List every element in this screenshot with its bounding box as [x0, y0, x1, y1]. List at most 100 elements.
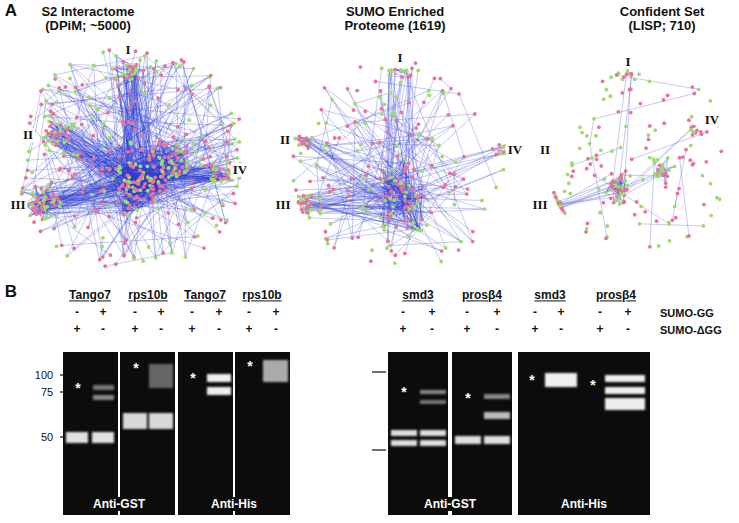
protein-dot	[171, 135, 175, 139]
protein-dot	[131, 121, 135, 125]
protein-dot	[51, 142, 55, 146]
protein-dot	[28, 121, 32, 125]
protein-dot	[212, 172, 216, 176]
interaction-line	[56, 135, 159, 191]
protein-dot	[161, 143, 165, 147]
protein-dot	[215, 168, 219, 172]
protein-dot	[100, 245, 104, 249]
protein-dot	[164, 189, 168, 193]
protein-dot	[218, 230, 222, 234]
interaction-line	[32, 182, 134, 205]
protein-dot	[176, 125, 180, 129]
interaction-line	[62, 237, 195, 246]
protein-dot	[147, 153, 151, 157]
protein-dot	[42, 199, 46, 203]
protein-dot	[54, 133, 58, 137]
protein-dot	[53, 204, 57, 208]
protein-dot	[43, 153, 47, 157]
protein-dot	[44, 99, 48, 103]
interaction-line	[101, 204, 170, 243]
protein-dot	[87, 95, 91, 99]
interaction-line	[116, 169, 145, 184]
protein-dot	[229, 111, 233, 115]
protein-dot	[26, 158, 30, 162]
protein-dot	[93, 207, 97, 211]
interaction-line	[418, 187, 444, 228]
protein-dot	[123, 178, 127, 182]
protein-dot	[86, 226, 90, 230]
protein-dot	[235, 148, 239, 152]
protein-dot	[209, 74, 213, 78]
protein-dot	[81, 191, 85, 195]
protein-dot	[45, 188, 49, 192]
protein-dot	[114, 76, 118, 80]
protein-dot	[49, 115, 53, 119]
interaction-line	[23, 104, 41, 188]
protein-dot	[237, 117, 241, 121]
protein-dot	[138, 164, 142, 168]
protein-dot	[73, 225, 77, 229]
interaction-line	[30, 102, 57, 123]
interaction-line	[55, 187, 153, 198]
protein-dot	[106, 205, 110, 209]
protein-dot	[199, 163, 203, 167]
protein-dot	[147, 245, 151, 249]
protein-dot	[110, 67, 114, 71]
protein-dot	[142, 68, 146, 72]
protein-dot	[59, 128, 63, 132]
protein-dot	[107, 48, 111, 52]
protein-dot	[127, 179, 131, 183]
interaction-line	[43, 89, 178, 126]
protein-dot	[73, 172, 77, 176]
protein-dot	[184, 86, 188, 90]
protein-dot	[175, 146, 179, 150]
protein-dot	[126, 206, 130, 210]
protein-dot	[118, 155, 122, 159]
protein-dot	[203, 211, 207, 215]
protein-dot	[83, 157, 87, 161]
protein-dot	[192, 67, 196, 71]
interaction-line	[79, 153, 222, 203]
protein-dot	[74, 85, 78, 89]
protein-dot	[166, 166, 170, 170]
protein-dot	[139, 87, 143, 91]
interaction-line	[110, 151, 198, 236]
protein-dot	[232, 192, 236, 196]
protein-dot	[101, 147, 105, 151]
protein-dot	[232, 122, 236, 126]
interaction-line	[55, 56, 145, 75]
interaction-line	[136, 69, 151, 178]
protein-dot	[59, 201, 63, 205]
protein-dot	[233, 202, 237, 206]
protein-dot	[190, 187, 194, 191]
protein-dot	[26, 168, 30, 172]
protein-dot	[120, 211, 124, 215]
protein-dot	[143, 182, 147, 186]
interaction-line	[54, 137, 154, 190]
protein-dot	[142, 197, 146, 201]
protein-dot	[207, 145, 211, 149]
protein-dot	[82, 186, 86, 190]
protein-dot	[118, 171, 122, 175]
protein-dot	[60, 243, 64, 247]
protein-dot	[190, 84, 194, 88]
protein-dot	[131, 70, 135, 74]
protein-dot	[141, 259, 145, 263]
protein-dot	[73, 214, 77, 218]
protein-dot	[222, 172, 226, 176]
protein-dot	[21, 186, 25, 190]
protein-dot	[163, 64, 167, 68]
protein-dot	[135, 216, 139, 220]
protein-dot	[196, 234, 200, 238]
protein-dot	[32, 206, 36, 210]
protein-dot	[167, 156, 171, 160]
interaction-line	[101, 204, 194, 210]
protein-dot	[190, 92, 194, 96]
protein-dot	[116, 84, 120, 88]
protein-dot	[133, 196, 137, 200]
protein-dot	[156, 180, 160, 184]
protein-dot	[161, 170, 165, 174]
interaction-line	[30, 201, 38, 216]
interaction-line	[105, 253, 172, 266]
protein-dot	[219, 218, 223, 222]
